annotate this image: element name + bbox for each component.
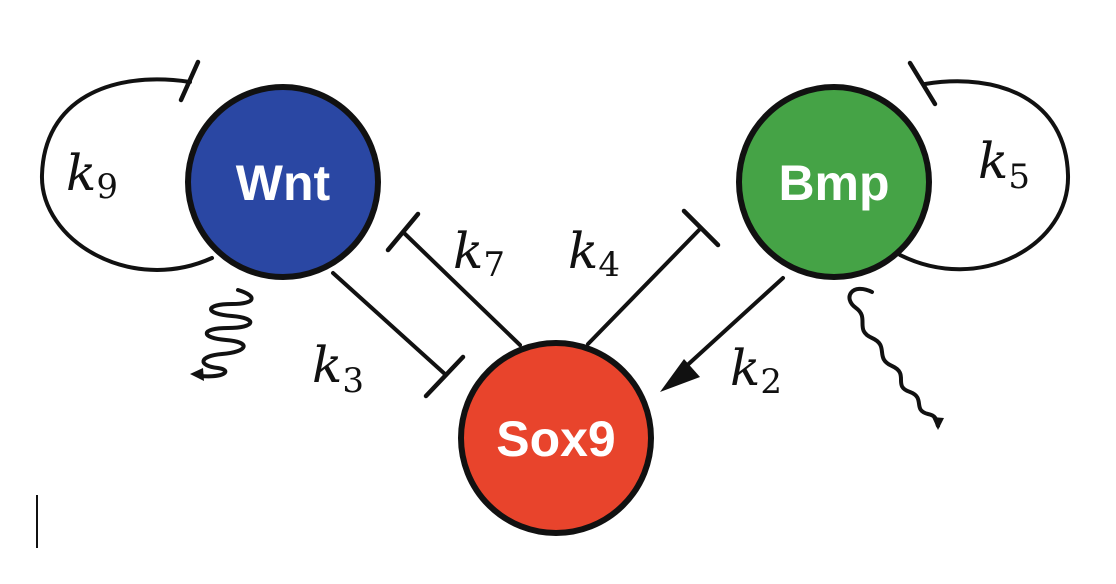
- rate-label-k5: k5: [978, 132, 1030, 197]
- bmp-node: Bmp: [736, 84, 932, 280]
- bmp-to-sox9-arrowhead: [660, 359, 700, 392]
- sox9-to-wnt-inhibition-edge: [401, 230, 522, 347]
- bmp-to-sox9-activation-edge: [680, 276, 785, 372]
- rate-k9-base: k: [66, 144, 96, 202]
- rate-k7-sub: 7: [483, 245, 505, 285]
- bmp-node-label: Bmp: [778, 155, 889, 211]
- wnt-node-circle: [185, 84, 381, 280]
- bmp-diffusion-squiggle: [847, 286, 940, 428]
- wnt-self-inhibition-bar: [178, 59, 201, 103]
- rate-label-k4: k4: [568, 222, 620, 285]
- wnt-node: Wnt: [185, 84, 381, 280]
- rate-k4-sub: 4: [598, 245, 620, 285]
- sox9-to-bmp-inhibition-edge: [586, 226, 703, 346]
- sox9-node-label: Sox9: [496, 411, 616, 467]
- rate-k4-base: k: [568, 222, 598, 280]
- wnt-diffusion-arrowhead: [190, 368, 204, 381]
- wnt-node-label: Wnt: [236, 155, 331, 211]
- rate-k5-sub: 5: [1008, 157, 1030, 197]
- rate-k5-base: k: [978, 132, 1008, 190]
- rate-k7-base: k: [453, 222, 483, 280]
- rate-k2-sub: 2: [760, 362, 782, 402]
- bmp-diffusion-arrowhead: [932, 417, 944, 430]
- rate-k3-base: k: [312, 336, 342, 394]
- wnt-self-inhibition-loop: [39, 77, 214, 272]
- wnt-diffusion-squiggle: [198, 288, 254, 379]
- sox9-to-bmp-inhibition-bar: [681, 208, 721, 248]
- sox9-to-wnt-inhibition-bar: [385, 211, 421, 253]
- bmp-self-inhibition-loop: [898, 79, 1071, 272]
- rate-label-k3: k3: [312, 336, 364, 401]
- rate-label-k7: k7: [453, 222, 505, 285]
- bmp-self-inhibition-bar: [907, 60, 938, 107]
- bmp-node-circle: [736, 84, 932, 280]
- rate-label-k9: k9: [66, 144, 118, 207]
- wnt-to-sox9-inhibition-bar: [423, 354, 466, 399]
- wnt-to-sox9-inhibition-edge: [331, 271, 448, 377]
- rate-label-k2: k2: [730, 339, 782, 402]
- rate-k2-base: k: [730, 339, 760, 397]
- rate-k9-sub: 9: [96, 167, 118, 207]
- rate-k3-sub: 3: [342, 361, 364, 401]
- sox9-node: Sox9: [458, 340, 654, 536]
- sox9-node-circle: [458, 340, 654, 536]
